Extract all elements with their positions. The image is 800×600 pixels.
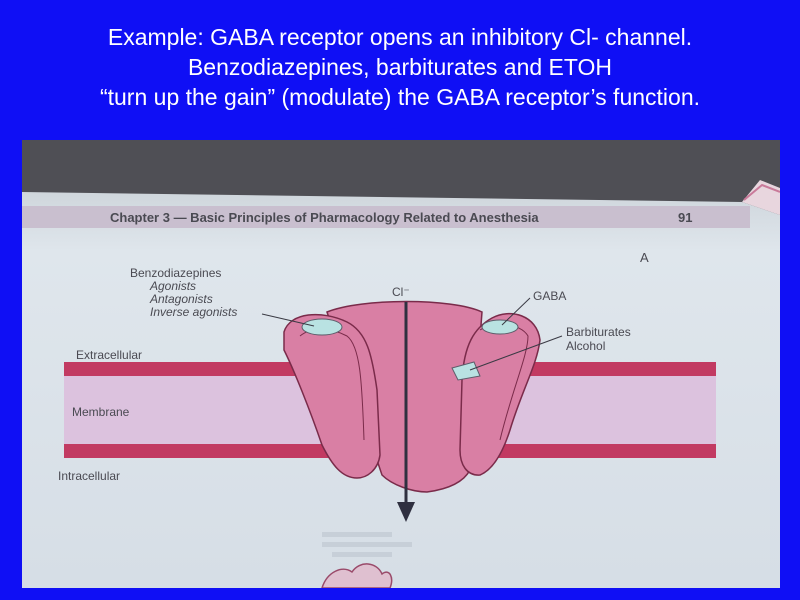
label-barbiturates: Barbiturates [566,325,631,339]
label-extracellular: Extracellular [76,348,142,362]
gaba-binding-site [481,319,519,335]
label-benzodiazepines: Benzodiazepines [130,266,221,280]
benzodiazepine-binding-site [301,318,343,336]
faint-page-text [322,532,412,557]
gaba-receptor-diagram: Chapter 3 — Basic Principles of Pharmaco… [22,180,780,588]
header-band [22,206,750,228]
textbook-photo: Chapter 3 — Basic Principles of Pharmaco… [22,140,780,588]
receptor-left-subunit [283,313,381,479]
label-gaba: GABA [533,289,566,303]
label-agonists: Agonists [149,279,196,293]
label-membrane: Membrane [72,405,130,419]
leader-line-gaba [501,297,531,326]
leader-line-barbiturates [469,335,563,371]
label-intracellular: Intracellular [58,469,120,483]
title-line-3: “turn up the gain” (modulate) the GABA r… [99,84,701,110]
arrow-head-icon [397,502,415,522]
panel-letter: A [640,250,649,265]
label-antagonists: Antagonists [149,292,213,306]
partial-next-figure [321,563,393,588]
barbiturate-alcohol-binding-site [451,361,481,381]
chapter-header: Chapter 3 — Basic Principles of Pharmaco… [110,210,539,225]
title-line-1: Example: GABA receptor opens an inhibito… [107,24,693,50]
title-line-2: Benzodiazepines, barbiturates and ETOH [187,54,613,80]
label-alcohol: Alcohol [566,339,605,353]
slide-title: Example: GABA receptor opens an inhibito… [0,22,800,112]
leader-line-benzodiazepines [261,313,315,327]
page-number: 91 [678,210,692,225]
label-chloride: Cl⁻ [392,285,410,299]
label-inverse-agonists: Inverse agonists [150,305,237,319]
